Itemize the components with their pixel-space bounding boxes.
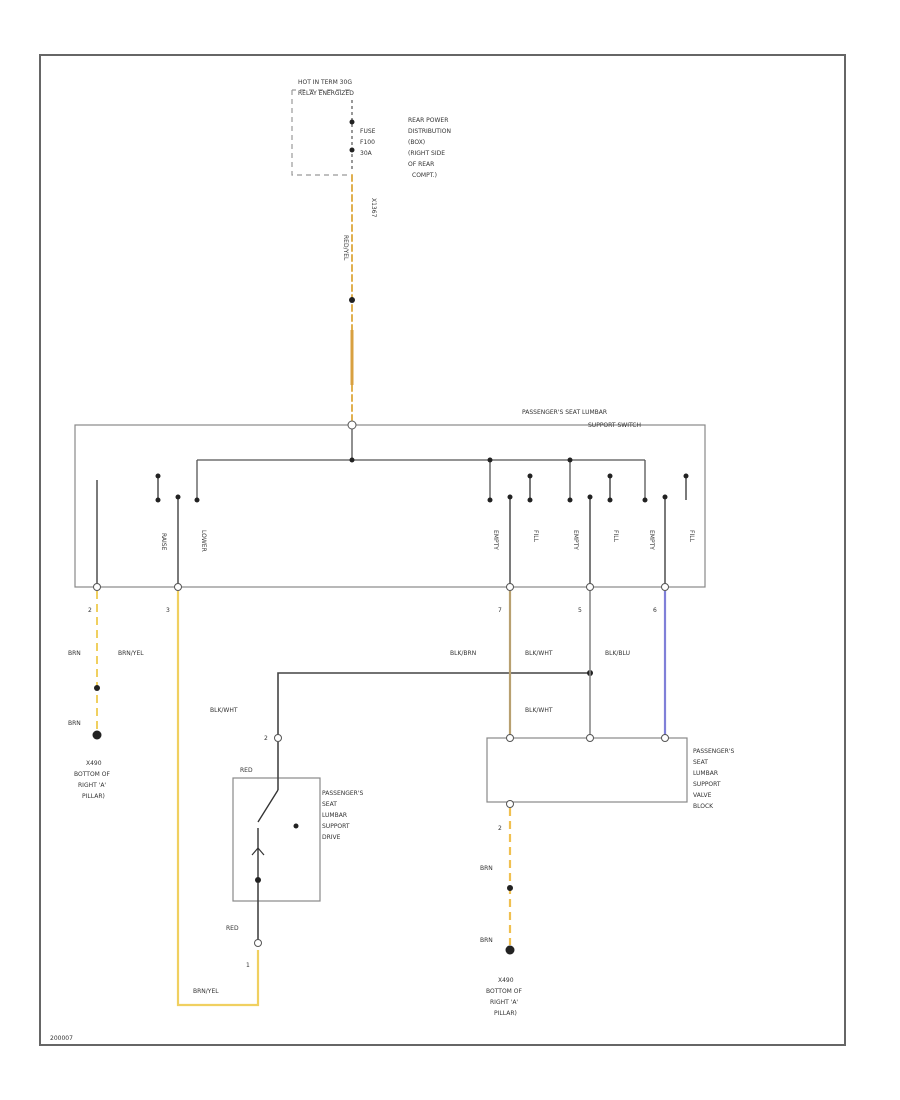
contact-points [155, 473, 689, 503]
fuse-label-3: 30A [360, 150, 373, 157]
ground-right-2: BOTTOM OF [486, 988, 522, 995]
pos-empty-3: EMPTY [648, 530, 655, 550]
lumbar-switch-box [74, 424, 706, 588]
switch-title-1: PASSENGER'S SEAT LUMBAR [522, 409, 607, 416]
valve-pin-label: 2 [498, 825, 502, 832]
blk-wht-common-wire [277, 672, 590, 735]
pos-fill-3: FILL [688, 530, 695, 543]
valve-pin-a [506, 734, 514, 742]
pos-lower: LOWER [200, 530, 207, 552]
valve-pin-bottom [506, 800, 514, 808]
rear-power-dist-5: OF REAR [408, 161, 434, 168]
rear-power-dist-3: (BOX) [408, 139, 425, 146]
ground-splice-right [507, 885, 513, 891]
lumbar-drive-box [232, 777, 321, 902]
drive-title-1: PASSENGER'S [322, 790, 363, 797]
fuse-label-2: F100 [360, 139, 375, 146]
red-label-2: RED [226, 925, 239, 932]
ground-left-2: BOTTOM OF [74, 771, 110, 778]
red-label-1: RED [240, 767, 253, 774]
hot-label-line-2: RELAY ENERGIZED [298, 90, 354, 97]
blk-brn-label: BLK/BRN [450, 650, 476, 657]
switch-title-2: SUPPORT SWITCH [588, 422, 641, 429]
brn-left-label-2: BRN [68, 720, 81, 727]
drive-title-3: LUMBAR [322, 812, 347, 819]
pin-3: 3 [166, 607, 170, 614]
valve-title-4: SUPPORT [693, 781, 721, 788]
drive-pin-bottom-label: 1 [246, 962, 250, 969]
rear-power-dist-4: (RIGHT SIDE [408, 150, 445, 157]
drive-title-2: SEAT [322, 801, 337, 808]
pin-7: 7 [498, 607, 502, 614]
ground-left-4: PILLAR) [82, 793, 105, 800]
brn-right-label: BRN [480, 865, 493, 872]
bus-node-3 [567, 457, 573, 463]
switch-contacts [96, 476, 687, 585]
ground-right-4: PILLAR) [494, 1010, 517, 1017]
drive-motor-terminal [255, 877, 261, 883]
drive-switch-arm [257, 789, 279, 823]
bus-node-1 [349, 457, 355, 463]
drive-pin-top [274, 734, 282, 742]
pin-6: 6 [653, 607, 657, 614]
switch-feed-pin [347, 420, 357, 430]
drive-pin-bottom [254, 939, 262, 947]
blk-blu-label: BLK/BLU [605, 650, 630, 657]
blk-wht-label: BLK/WHT [525, 650, 553, 657]
diagram-frame [39, 54, 846, 1046]
ground-splice-left [94, 685, 100, 691]
red-yel-label: RED/YEL [342, 235, 349, 261]
drive-pin-top-label: 2 [264, 735, 268, 742]
brn-yel-loop-wire [176, 591, 260, 1007]
drive-title-5: DRIVE [322, 834, 341, 841]
ground-right-1: X490 [498, 977, 514, 984]
fuse-conn-label: X1367 [370, 198, 377, 218]
hot-label-line-1: HOT IN TERM 30G [298, 79, 352, 86]
ground-left-icon [92, 730, 102, 740]
rear-power-dist-1: REAR POWER [408, 117, 448, 124]
switch-internal-bus [196, 429, 646, 500]
ground-right-icon [505, 945, 515, 955]
valve-title-6: BLOCK [693, 803, 714, 810]
brn-right-label-2: BRN [480, 937, 493, 944]
valve-title-2: SEAT [693, 759, 708, 766]
valve-pin-b [586, 734, 594, 742]
ground-left-1: X490 [86, 760, 102, 767]
bus-node-2 [487, 457, 493, 463]
drive-title-4: SUPPORT [322, 823, 350, 830]
valve-title-1: PASSENGER'S [693, 748, 734, 755]
brn-yel-label: BRN/YEL [118, 650, 144, 657]
brn-left-label: BRN [68, 650, 81, 657]
valve-block-box [486, 737, 688, 803]
drive-arrow-icon [251, 847, 265, 856]
rear-power-dist-2: DISTRIBUTION [408, 128, 451, 135]
pos-raise: RAISE [160, 533, 167, 551]
brn-yel-bottom-label: BRN/YEL [193, 988, 219, 995]
hot-relay-dashed-box [291, 89, 350, 176]
ground-right-3: RIGHT 'A' [490, 999, 518, 1006]
blk-wht-label-3: BLK/WHT [525, 707, 553, 714]
pos-fill-2: FILL [612, 530, 619, 543]
pin-2: 2 [88, 607, 92, 614]
drive-contact [293, 823, 299, 829]
diagram-id: 200007 [50, 1035, 73, 1042]
fuse-terminal-top [349, 119, 355, 125]
pos-empty-2: EMPTY [572, 530, 579, 550]
valve-title-3: LUMBAR [693, 770, 718, 777]
fuse-terminal-bottom [349, 147, 355, 153]
rear-power-dist-6: COMPT.) [412, 172, 437, 179]
switch-output-pins [93, 583, 669, 591]
valve-pin-c [661, 734, 669, 742]
valve-title-5: VALVE [693, 792, 712, 799]
blk-wht-label-left: BLK/WHT [210, 707, 238, 714]
pos-fill-1: FILL [532, 530, 539, 543]
pos-empty-1: EMPTY [492, 530, 499, 550]
fuse-label-1: FUSE [360, 128, 376, 135]
pin-5: 5 [578, 607, 582, 614]
splice-point [349, 297, 355, 303]
ground-left-3: RIGHT 'A' [78, 782, 106, 789]
